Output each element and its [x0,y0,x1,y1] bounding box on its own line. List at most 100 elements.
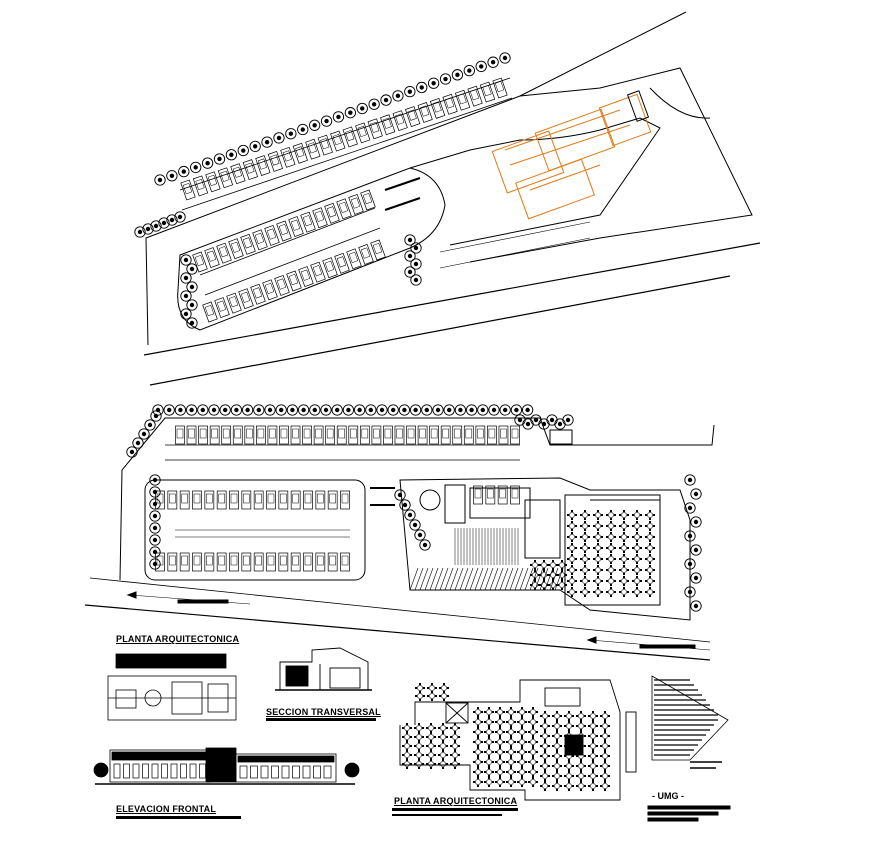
table-set-icon [579,542,591,554]
table-set-icon [437,722,449,734]
tree-icon [213,153,226,165]
table-set-icon [529,559,541,571]
parking-stall-icon [300,211,316,233]
parking-stall-icon [229,552,239,572]
parking-stall-icon [186,425,197,445]
table-set-icon [505,736,517,748]
tree-icon [149,498,161,510]
parking-stall-icon [256,425,266,445]
table-set-icon [587,730,599,742]
tree-icon [419,539,431,551]
parking-stall-icon [264,225,280,246]
parking-stall-icon [485,485,496,505]
parking-stall-icon [510,425,520,445]
table-set-icon [547,579,559,591]
tree-icon [465,404,478,416]
tree-icon [487,56,499,68]
street-markers [126,591,711,651]
parking-stall-icon [336,198,352,220]
table-set-icon [566,564,578,576]
tree-icon [152,404,164,416]
table-set-icon [516,746,528,758]
table-set-icon [618,509,630,521]
parking-stall-icon [209,425,220,445]
tree-icon [356,102,368,115]
parking-stall-icon [371,425,382,445]
table-set-icon [563,720,575,732]
table-set-icon [426,690,438,702]
table-set-icon [472,706,484,718]
window-shape [292,765,300,779]
parking-stall-icon [216,490,227,510]
parking-stall-icon [479,81,496,103]
parking-stall-icon [242,159,258,180]
hatch-line [474,567,484,591]
elevation-title: ELEVACION FRONTAL [116,804,217,814]
table-set-icon [587,710,599,722]
site-plan-middle [84,417,715,661]
parking-stall-icon [280,147,296,168]
tree-icon [690,516,702,528]
tree-icon [353,404,366,416]
table-set-icon [592,542,604,554]
table-set-icon [551,780,563,792]
table-set-icon [605,564,617,576]
parking-stall-icon [241,490,252,510]
parking-stall-icon [241,552,252,572]
parking-stall-icon [167,490,178,510]
parking-stall-icon [348,425,359,445]
parking-stall-icon [198,425,208,445]
table-set-icon [631,531,643,543]
window-shape [151,763,159,779]
tree-icon [463,64,476,77]
table-set-icon [414,690,426,702]
tree-icon [376,404,388,416]
table-set-icon [425,758,437,770]
parking-stall-icon [302,425,312,445]
parking-stall-icon [288,216,304,237]
table-set-icon [618,586,630,598]
plan-title-top: PLANTA ARQUITECTONICA [116,634,240,644]
hatch-line [449,567,459,591]
parking-stall-icon [204,247,220,268]
hatch-line [534,567,544,591]
tree-icon [180,272,192,284]
table-set-icon [413,740,425,752]
window-shape [313,765,321,779]
table-set-icon [575,770,587,782]
table-set-icon [551,710,563,722]
parking-stall-icon [452,425,463,445]
parking-stall-icon [340,490,350,510]
table-set-icon [605,509,617,521]
tree-icon [249,140,261,153]
table-set-icon [401,749,413,761]
tree-icon [261,136,273,148]
hatch-line [434,567,444,591]
table-set-icon [618,575,630,587]
tree-icon [149,558,161,570]
table-set-icon [539,780,551,792]
table-set-icon [413,749,425,761]
table-set-icon [505,776,517,788]
tree-icon [230,404,243,416]
parking-stall-icon [348,194,364,215]
tree-icon [409,519,421,531]
tree-icon [180,308,192,320]
parking-stall-icon [498,425,509,445]
parking-stall-icon [327,490,338,510]
tree-icon [149,546,161,558]
tree-icon [510,404,523,416]
table-set-icon [472,746,484,758]
tree-icon [414,529,426,541]
table-set-icon [516,766,528,778]
table-set-icon [505,766,517,778]
parking-stall-icon [358,244,374,265]
table-set-icon [413,722,425,734]
parking-stall-icon [455,89,471,111]
hatch-line [409,567,419,591]
table-set-icon [579,575,591,587]
table-set-icon [575,780,587,792]
parking-stall-icon [330,130,346,152]
table-set-icon [516,776,528,788]
tree-icon [398,404,411,416]
